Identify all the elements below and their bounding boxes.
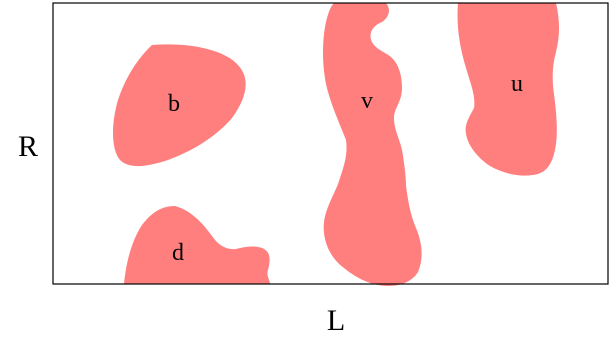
y-axis-label: R	[18, 130, 38, 163]
region-u-label: u	[511, 71, 523, 97]
region-d-label: d	[172, 240, 184, 266]
regions-group	[113, 3, 559, 286]
region-b-blob	[113, 44, 246, 167]
region-v-label: v	[361, 88, 373, 114]
region-b-label: b	[168, 91, 180, 117]
x-axis-label: L	[327, 304, 345, 337]
region-d-blob	[124, 206, 270, 284]
region-u-blob	[457, 3, 559, 176]
region-v-blob	[323, 3, 422, 286]
plot-frame	[52, 2, 609, 285]
